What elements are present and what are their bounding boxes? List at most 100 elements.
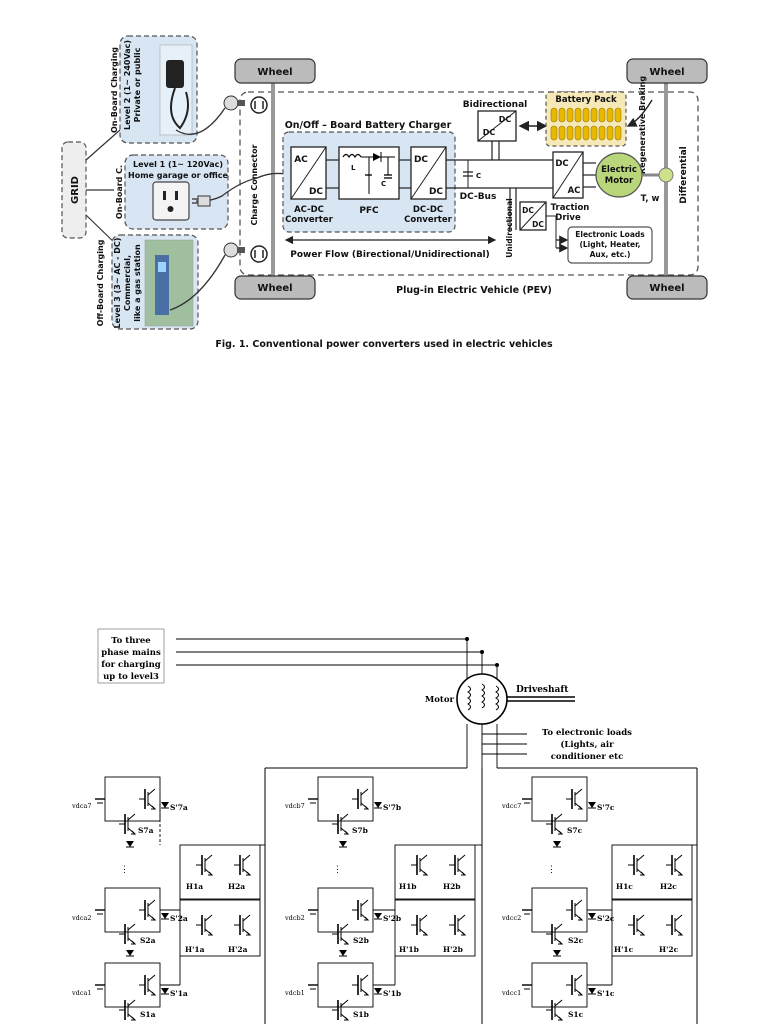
h-bridge-label: H'1c [614, 945, 634, 954]
regenerative-braking-label: Regenerative Braking [638, 76, 647, 174]
driveshaft-label: Driveshaft [516, 685, 569, 695]
switch-label: S'7c [597, 803, 615, 812]
onoff-charger-title: On/Off – Board Battery Charger [285, 120, 452, 131]
switch-label: S'2a [170, 914, 188, 923]
dc-voltage-label: vdcb2 [284, 914, 305, 922]
pfc-block: L C PFC [338, 146, 400, 216]
h-bridge-label: H1c [616, 882, 633, 891]
dc-voltage-label: vdcb7 [284, 802, 305, 810]
battery-pack: Battery Pack [545, 91, 627, 147]
svg-text:up to level3: up to level3 [103, 672, 159, 682]
svg-text:phase mains: phase mains [101, 648, 161, 658]
svg-text:Drive: Drive [555, 213, 581, 223]
plug-icon-level2 [223, 95, 245, 111]
svg-text:Converter: Converter [285, 215, 333, 225]
dc-dc-label: DC-DC [413, 205, 443, 215]
svg-text:⋮: ⋮ [333, 865, 342, 875]
switch-label: S'7b [383, 803, 401, 812]
svg-text:Aux, etc.): Aux, etc.) [590, 250, 631, 259]
dc-voltage-label: vdca2 [71, 914, 91, 922]
svg-text:DC: DC [499, 115, 512, 124]
traction-drive: DC AC Traction Drive [551, 151, 590, 223]
unidirectional-dc-dc: DC DC [519, 201, 547, 231]
grid-label: GRID [70, 176, 81, 204]
motor-label: Motor [425, 695, 455, 705]
h-bridge-label: H2b [443, 882, 461, 891]
off-board-charging-label: Off-Board Charging [96, 239, 105, 326]
wheel-label: Wheel [257, 283, 292, 294]
svg-text:(Light, Heater,: (Light, Heater, [579, 240, 640, 249]
electric-motor-label: Electric [601, 165, 637, 175]
loads-label: To electronic loads [542, 728, 632, 738]
switch-label: S'7a [170, 803, 188, 812]
svg-text:DC: DC [309, 187, 323, 197]
bidirectional-dc-dc: Bidirectional DC DC [463, 100, 548, 142]
svg-text:⋮: ⋮ [547, 865, 556, 875]
torque-speed-label: T, w [641, 194, 660, 204]
pev-label: Plug-in Electric Vehicle (PEV) [396, 285, 552, 296]
on-board-charging-label: On-Board Charging [110, 47, 119, 133]
switch-label: S7c [567, 826, 583, 835]
charge-socket-top [250, 96, 268, 114]
level3-charger: Off-Board Charging Level 3 (3~ AC - DC) … [96, 234, 199, 330]
svg-text:Motor: Motor [605, 176, 634, 186]
wheel-bottom-right: Wheel [626, 275, 708, 300]
switch-label: S1c [568, 1010, 584, 1019]
h-bridge-label: H'2a [228, 945, 248, 954]
h-bridge-label: H2c [660, 882, 677, 891]
switch-label: S'1a [170, 989, 188, 998]
h-bridge-label: H1a [186, 882, 203, 891]
svg-text:C: C [476, 172, 481, 180]
switch-label: S'1b [383, 989, 401, 998]
svg-text:AC: AC [568, 186, 581, 196]
level3-sub1-label: Commercial, [123, 255, 132, 311]
wall-charger-icon [166, 60, 184, 88]
wheel-label: Wheel [649, 283, 684, 294]
svg-text:L: L [351, 164, 356, 172]
wheel-top-left: Wheel [234, 58, 316, 84]
svg-text:DC: DC [414, 155, 428, 165]
dc-voltage-label: vdcc1 [501, 989, 521, 997]
level3-label: Level 3 (3~ AC - DC) [113, 238, 122, 329]
switch-label: S1b [353, 1010, 369, 1019]
on-board-c-label: On-Board C. [115, 165, 124, 219]
svg-text:DC: DC [555, 159, 568, 169]
electronic-loads-label: Electronic Loads [575, 230, 645, 239]
figure-2-cascaded-converter: To three phase mains for charging up to … [71, 628, 698, 1024]
svg-text:DC: DC [483, 128, 496, 137]
traction-drive-label: Traction [551, 203, 590, 213]
charge-connector-label: Charge Connector [250, 144, 259, 225]
dc-voltage-label: vdcc2 [501, 914, 521, 922]
h-bridge-label: H2a [228, 882, 245, 891]
pev-outline [239, 91, 699, 276]
svg-text:Converter: Converter [404, 215, 452, 225]
level1-sub-label: Home garage or office [128, 171, 229, 180]
motor-symbol [456, 673, 508, 725]
charge-socket-bottom [250, 245, 268, 263]
dc-voltage-label: vdca7 [71, 802, 91, 810]
svg-text:DC: DC [429, 187, 443, 197]
wheel-label: Wheel [257, 67, 292, 78]
dc-voltage-label: vdca1 [71, 989, 91, 997]
h-bridge-label: H'1a [185, 945, 205, 954]
svg-text:(Lights, air: (Lights, air [560, 739, 614, 750]
electronic-loads: Electronic Loads (Light, Heater, Aux, et… [567, 226, 653, 264]
h-bridge-label: H'1b [399, 945, 419, 954]
unidirectional-label: Unidirectional [505, 198, 514, 257]
dc-dc-converter: DC DC DC-DC Converter [404, 146, 453, 225]
dc-voltage-label: vdcb1 [284, 989, 305, 997]
h-bridge-label: H'2b [443, 945, 463, 954]
svg-text:DC: DC [522, 206, 534, 215]
mains-label-box [97, 628, 165, 684]
level2-cable [175, 107, 226, 135]
wheel-bottom-left: Wheel [234, 275, 316, 300]
level2-charger: On-Board Charging Level 2 (1~ 240Vac) Pr… [110, 35, 198, 144]
grid-box: GRID [61, 141, 87, 239]
ac-dc-converter: AC DC AC-DC Converter [285, 146, 334, 225]
switch-label: S1a [140, 1010, 156, 1019]
h-bridge-label: H1b [399, 882, 417, 891]
phase-a-cells: vdca7 S'7a S7a ⋮ vdca2 S'2a S2a [71, 776, 265, 1021]
dc-voltage-label: vdcc7 [501, 802, 521, 810]
level2-sub-label: Private or public [133, 47, 142, 122]
